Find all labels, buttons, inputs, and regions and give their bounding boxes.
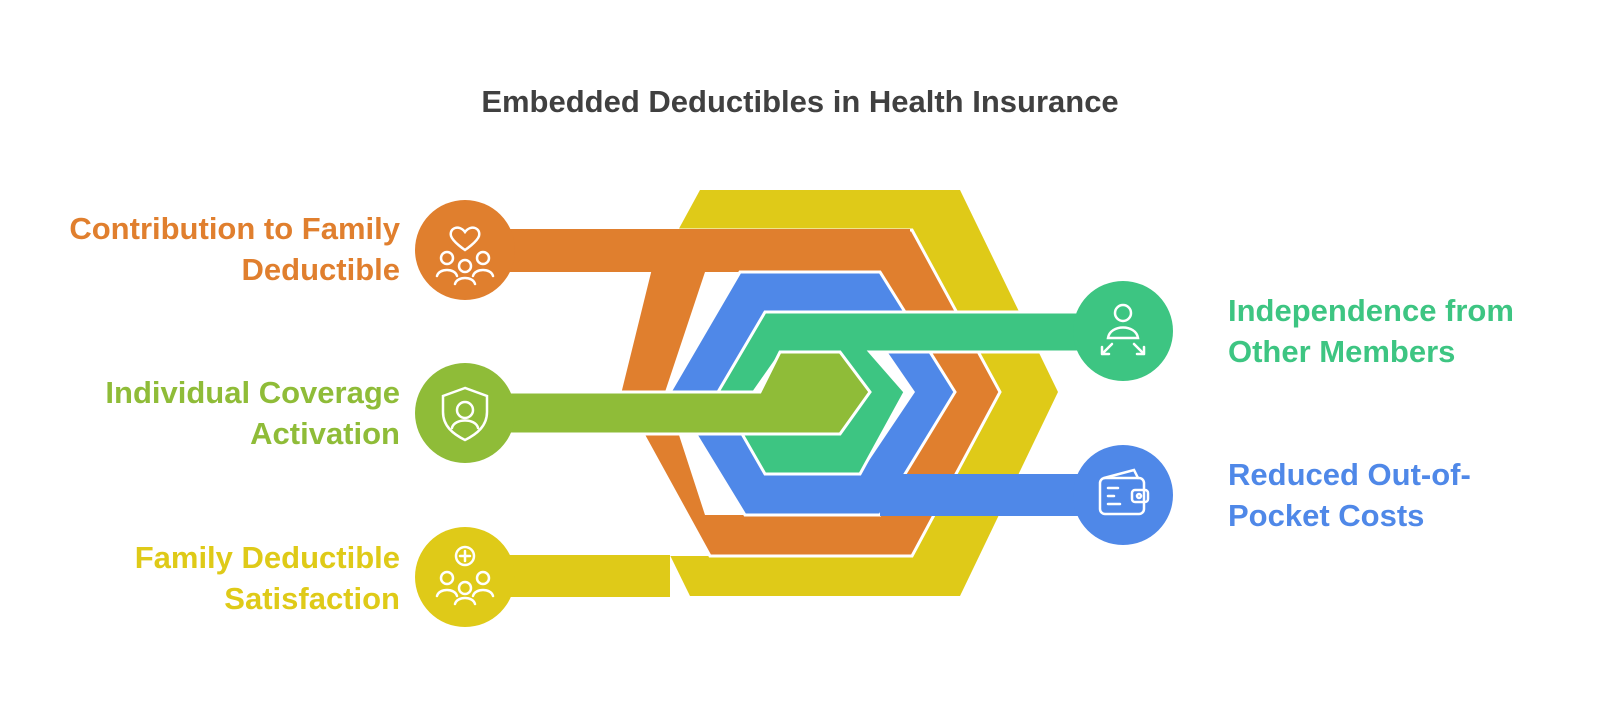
label-individual-coverage: Individual Coverage Activation [105,375,400,451]
diagram-title: Embedded Deductibles in Health Insurance [481,84,1119,119]
circle-orange [415,200,515,300]
person-arrows-icon [1100,303,1146,356]
wallet-icon [1098,468,1150,516]
label-reduced-costs: Reduced Out-of- Pocket Costs [1228,457,1471,533]
family-heart-icon [435,226,495,286]
label-independence: Independence from Other Members [1228,293,1514,369]
circle-green [1073,281,1173,381]
circle-yellow [415,527,515,627]
circle-lime [415,363,515,463]
label-family-contribution: Contribution to Family Deductible [69,211,400,287]
circle-blue [1073,445,1173,545]
label-family-satisfaction: Family Deductible Satisfaction [134,540,400,616]
family-plus-icon [435,545,495,606]
lime-shape [488,350,872,436]
shield-person-icon [441,386,489,442]
